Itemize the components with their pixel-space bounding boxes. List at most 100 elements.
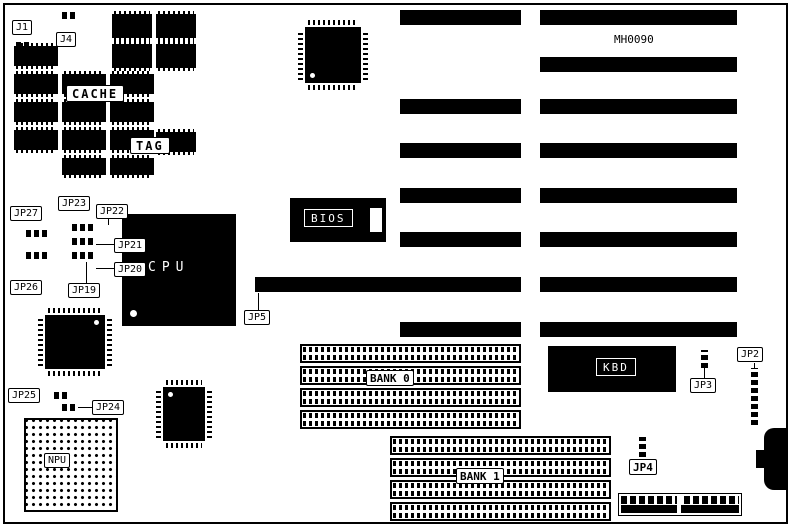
pin1-marker xyxy=(168,392,173,397)
pin-strip xyxy=(308,20,358,25)
expansion-slot xyxy=(540,322,737,337)
jp20-label: JP20 xyxy=(114,262,147,277)
j1-header-pins xyxy=(16,42,32,49)
leader-line xyxy=(78,407,92,408)
jumper-pins xyxy=(701,350,708,368)
bank0-label: BANK 0 xyxy=(366,370,414,386)
expansion-slot xyxy=(400,99,521,114)
jumper-pins xyxy=(751,368,758,425)
jp21-label: JP21 xyxy=(114,238,147,253)
simm-socket xyxy=(300,388,521,407)
expansion-slot xyxy=(540,232,737,247)
cache-dip-chip xyxy=(112,41,152,71)
cache-dip-chip xyxy=(62,99,106,125)
keyboard-din-tab xyxy=(756,450,766,468)
cpu-chip-label: CPU xyxy=(148,260,190,275)
jumper-pins xyxy=(72,252,95,259)
jp26-label: JP26 xyxy=(10,280,43,295)
power-connector xyxy=(618,493,742,516)
jp4-label: JP4 xyxy=(629,459,657,475)
pin-strip xyxy=(166,443,202,448)
bios-chip: BIOS xyxy=(290,198,386,242)
leader-line xyxy=(86,262,87,283)
leader-line xyxy=(704,368,705,378)
jp2-label: JP2 xyxy=(737,347,764,362)
pin-strip xyxy=(156,390,161,438)
jumper-pins xyxy=(72,224,95,231)
cache-dip-chip xyxy=(14,99,58,125)
jumper-pins xyxy=(639,437,646,457)
pin-strip xyxy=(107,318,112,366)
leader-line xyxy=(96,268,114,269)
jumper-pins xyxy=(62,404,78,411)
pin-strip xyxy=(166,380,202,385)
jumper-pins xyxy=(54,392,67,399)
pin-strip xyxy=(48,308,102,313)
jumper-pins xyxy=(72,238,95,245)
cache-dip-chip xyxy=(14,127,58,153)
jp22-label: JP22 xyxy=(96,204,129,219)
jp25-label: JP25 xyxy=(8,388,41,403)
simm-socket xyxy=(300,410,521,429)
jp24-label: JP24 xyxy=(92,400,125,415)
power-connector-split xyxy=(677,494,681,515)
pin-strip xyxy=(48,371,102,376)
pin-strip xyxy=(308,85,358,90)
pin-strip xyxy=(38,318,43,366)
bank1-label: BANK 1 xyxy=(456,468,504,484)
leader-line xyxy=(754,363,755,368)
simm-socket xyxy=(390,436,611,455)
npu-label: NPU xyxy=(44,453,71,468)
expansion-slot xyxy=(540,277,737,292)
cache-dip-chip xyxy=(156,11,196,41)
expansion-slot xyxy=(540,143,737,158)
leader-line xyxy=(96,244,114,245)
keyboard-din-connector xyxy=(764,428,788,490)
expansion-slot xyxy=(400,232,521,247)
expansion-slot xyxy=(540,57,737,72)
expansion-slot xyxy=(400,143,521,158)
jp5-label: JP5 xyxy=(244,310,271,325)
j4-header-pins xyxy=(62,12,75,19)
bios-chip-label: BIOS xyxy=(304,209,353,227)
board-part-number: MH0090 xyxy=(614,33,654,46)
board-outline xyxy=(3,3,788,524)
cache-dip-chip xyxy=(110,99,154,125)
cache-dip-chip xyxy=(62,127,106,153)
qfp-chip xyxy=(298,20,368,90)
qfp-chip xyxy=(156,380,212,448)
qfp-chip xyxy=(38,308,112,376)
expansion-slot xyxy=(540,188,737,203)
expansion-slot xyxy=(400,322,521,337)
bios-window xyxy=(370,208,382,232)
cache-dip-chip xyxy=(156,41,196,71)
jp27-label: JP27 xyxy=(10,206,43,221)
pin1-marker xyxy=(94,320,99,325)
expansion-slot xyxy=(400,188,521,203)
pin-strip xyxy=(363,30,368,80)
expansion-slot xyxy=(400,10,521,25)
jp3-label: JP3 xyxy=(690,378,717,393)
leader-line xyxy=(258,293,259,310)
pin-strip xyxy=(298,30,303,80)
expansion-slot xyxy=(255,277,521,292)
jumper-pins xyxy=(26,230,47,237)
j1-label: J1 xyxy=(12,20,33,35)
jp23-label: JP23 xyxy=(58,196,91,211)
npu-socket xyxy=(24,418,118,512)
j4-label: J4 xyxy=(56,32,77,47)
cache-label: CACHE xyxy=(66,85,125,102)
kbd-controller-chip: KBD xyxy=(548,346,676,392)
expansion-slot xyxy=(540,10,737,25)
simm-socket xyxy=(390,502,611,521)
simm-socket xyxy=(300,344,521,363)
kbd-chip-label: KBD xyxy=(596,358,636,376)
leader-line xyxy=(108,218,109,225)
tag-label: TAG xyxy=(130,137,170,154)
cache-dip-chip xyxy=(112,11,152,41)
cache-dip-chip xyxy=(14,71,58,97)
pin1-marker xyxy=(310,73,315,78)
jumper-pins xyxy=(26,252,47,259)
cache-dip-chip xyxy=(110,155,154,178)
